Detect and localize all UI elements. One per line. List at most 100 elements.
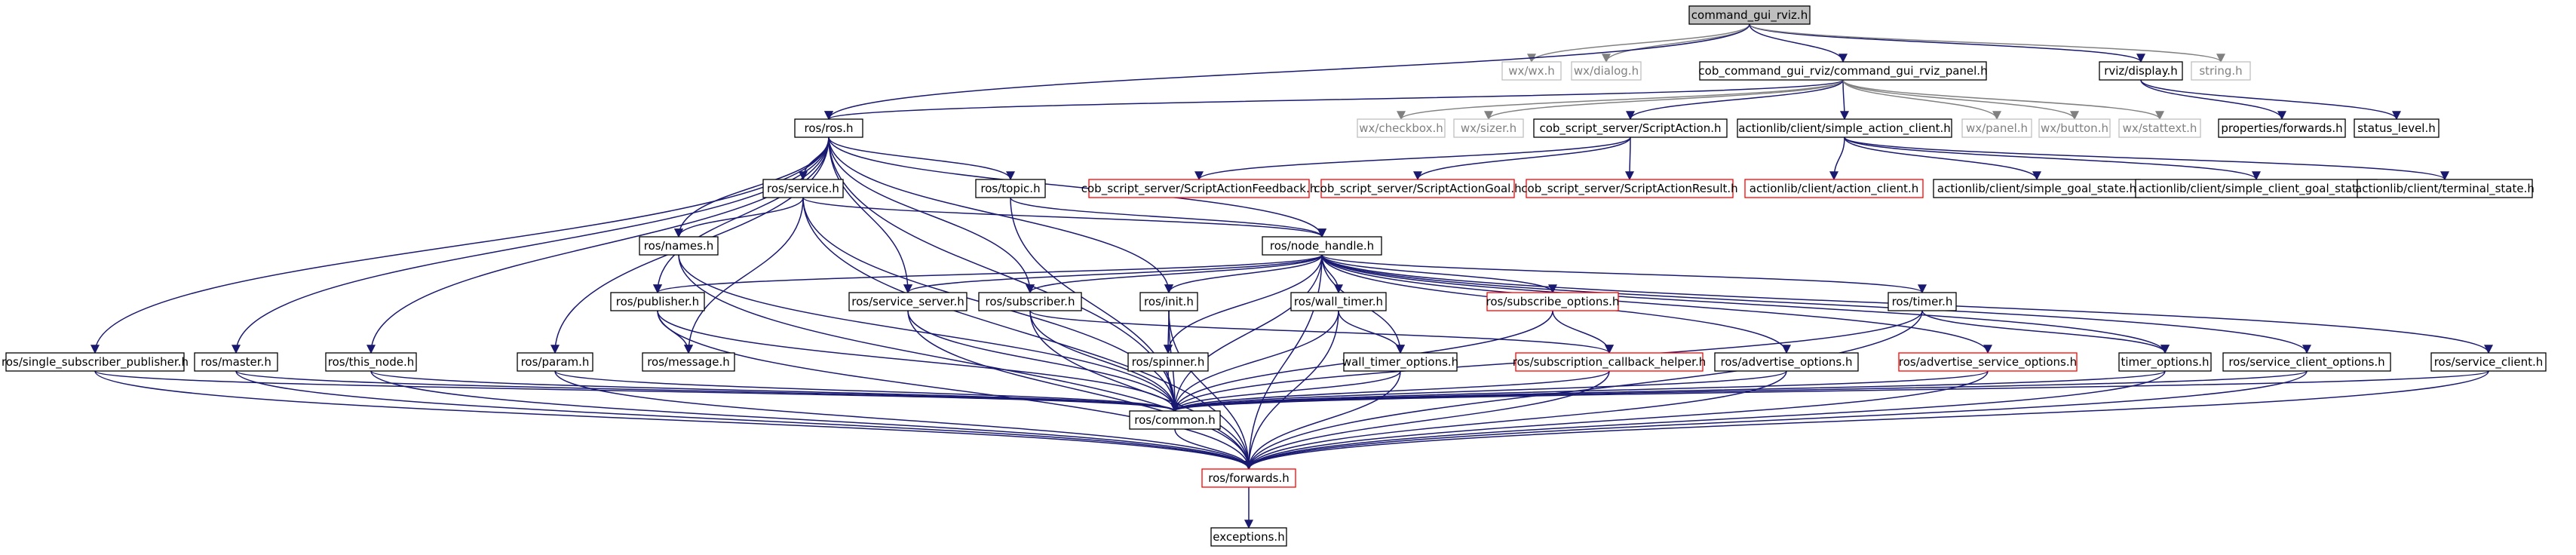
node-label-message: ros/message.h <box>647 355 730 369</box>
edge-service-to-forwards <box>802 197 1253 471</box>
node-box-wxsizer <box>1453 118 1524 138</box>
node-box-actionclient <box>1744 179 1924 198</box>
node-box-walltimer <box>1290 292 1387 311</box>
node-label-publisher: ros/publisher.h <box>616 295 699 308</box>
edge-common-to-forwards <box>1174 428 1253 471</box>
edge-rosros-to-serviceserver <box>828 136 912 294</box>
node-box-subcbhelper <box>1515 352 1704 372</box>
node-common[interactable]: ros/common.h <box>1129 410 1221 430</box>
edge-ssp-to-forwards <box>94 370 1253 471</box>
node-rosros[interactable]: ros/ros.h <box>794 118 863 138</box>
node-param[interactable]: ros/param.h <box>517 352 593 372</box>
node-spinner[interactable]: ros/spinner.h <box>1127 352 1209 372</box>
node-simpleclientgoalstate[interactable]: actionlib/client/simple_client_goal_stat… <box>2135 179 2378 198</box>
node-serviceserver[interactable]: ros/service_server.h <box>848 292 968 311</box>
node-svcclient[interactable]: ros/service_client.h <box>2430 352 2547 372</box>
node-timeropts[interactable]: timer_options.h <box>2118 352 2212 372</box>
node-box-param <box>517 352 593 372</box>
edge-walltimeropts-to-forwards <box>1244 370 1401 471</box>
node-label-master: ros/master.h <box>201 355 271 369</box>
node-init[interactable]: ros/init.h <box>1139 292 1198 311</box>
node-advsvcopts[interactable]: ros/advertise_service_options.h <box>1898 352 2078 372</box>
node-terminalstate[interactable]: actionlib/client/terminal_state.h <box>2355 179 2535 198</box>
node-advopts[interactable]: ros/advertise_options.h <box>1714 352 1859 372</box>
node-label-common: ros/common.h <box>1134 413 1216 427</box>
node-box-scriptaction <box>1533 118 1728 138</box>
node-box-sagoal <box>1320 179 1515 198</box>
node-walltimer[interactable]: ros/wall_timer.h <box>1290 292 1387 311</box>
node-subscriber[interactable]: ros/subscriber.h <box>978 292 1082 311</box>
node-propforwards[interactable]: properties/forwards.h <box>2218 118 2346 138</box>
edge-panel-to-rosros <box>824 79 1844 121</box>
edge-root-to-rvizdisplay <box>1749 23 2145 63</box>
node-box-sac <box>1737 118 1952 138</box>
edge-sac-to-terminalstate <box>1844 136 2449 181</box>
edge-sac-to-simpleclientgoalstate <box>1844 136 2261 181</box>
node-saresult[interactable]: cob_script_server/ScriptActionResult.h <box>1521 179 1738 198</box>
node-actionclient[interactable]: actionlib/client/action_client.h <box>1744 179 1924 198</box>
node-subcbhelper[interactable]: ros/subscription_callback_helper.h <box>1513 352 1707 372</box>
node-box-root <box>1688 5 1811 25</box>
node-topic[interactable]: ros/topic.h <box>975 179 1046 198</box>
node-names[interactable]: ros/names.h <box>639 236 719 256</box>
node-statuslevel[interactable]: status_level.h <box>2354 118 2440 138</box>
node-rvizdisplay[interactable]: rviz/display.h <box>2099 61 2183 81</box>
edge-rosros-to-publisher <box>653 136 830 294</box>
node-label-panel: cob_command_gui_rviz/command_gui_rviz_pa… <box>1698 64 1987 78</box>
node-label-wxwx: wx/wx.h <box>1508 64 1555 78</box>
node-scriptaction[interactable]: cob_script_server/ScriptAction.h <box>1533 118 1728 138</box>
node-nodehandle[interactable]: ros/node_handle.h <box>1262 236 1382 256</box>
node-label-terminalstate: actionlib/client/terminal_state.h <box>2355 182 2535 196</box>
node-wxstattext[interactable]: wx/stattext.h <box>2118 118 2201 138</box>
node-label-timeropts: timer_options.h <box>2121 355 2209 369</box>
edge-rvizdisplay-to-statuslevel <box>2140 79 2401 121</box>
edge-walltimeropts-to-common <box>1170 370 1401 412</box>
node-walltimeropts[interactable]: wall_timer_options.h <box>1342 352 1458 372</box>
node-safeedback[interactable]: cob_script_server/ScriptActionFeedback.h <box>1081 179 1317 198</box>
node-wxdialog[interactable]: wx/dialog.h <box>1571 61 1642 81</box>
node-subopts[interactable]: ros/subscribe_options.h <box>1486 292 1620 311</box>
edge-rvizdisplay-to-propforwards <box>2140 79 2286 121</box>
node-string[interactable]: string.h <box>2191 61 2251 81</box>
edge-thisnode-to-common <box>370 370 1179 412</box>
node-service[interactable]: ros/service.h <box>762 179 844 198</box>
node-simplegoalstate[interactable]: actionlib/client/simple_goal_state.h <box>1933 179 2141 198</box>
node-master[interactable]: ros/master.h <box>194 352 278 372</box>
edge-nodehandle-to-timer <box>1321 254 1927 294</box>
edge-svcclient-to-forwards <box>1244 370 2489 471</box>
node-forwards[interactable]: ros/forwards.h <box>1201 468 1296 488</box>
node-message[interactable]: ros/message.h <box>642 352 735 372</box>
node-exceptions[interactable]: exceptions.h <box>1210 527 1287 547</box>
edge-param-to-forwards <box>554 370 1253 471</box>
edge-serviceserver-to-forwards <box>907 310 1253 471</box>
edge-sac-to-simplegoalstate <box>1844 136 2041 181</box>
node-sac[interactable]: actionlib/client/simple_action_client.h <box>1737 118 1952 138</box>
node-box-subscriber <box>978 292 1082 311</box>
node-panel[interactable]: cob_command_gui_rviz/command_gui_rviz_pa… <box>1698 61 1988 81</box>
edge-subcbhelper-to-forwards <box>1244 370 1610 471</box>
edge-subscriber-to-subcbhelper <box>1029 310 1614 354</box>
node-label-param: ros/param.h <box>521 355 590 369</box>
node-wxbutton[interactable]: wx/button.h <box>2038 118 2111 138</box>
node-box-rvizdisplay <box>2099 61 2183 81</box>
node-timer[interactable]: ros/timer.h <box>1888 292 1957 311</box>
node-svcclientopts[interactable]: ros/service_client_options.h <box>2222 352 2391 372</box>
node-label-advopts: ros/advertise_options.h <box>1721 355 1853 369</box>
node-publisher[interactable]: ros/publisher.h <box>610 292 705 311</box>
edge-publisher-to-forwards <box>657 310 1253 471</box>
node-root: command_gui_rviz.h <box>1688 5 1811 25</box>
node-wxwx[interactable]: wx/wx.h <box>1501 61 1562 81</box>
node-sagoal[interactable]: cob_script_server/ScriptActionGoal.h <box>1314 179 1522 198</box>
node-label-forwards: ros/forwards.h <box>1208 471 1289 485</box>
edge-ssp-to-common <box>94 370 1179 412</box>
node-wxpanel[interactable]: wx/panel.h <box>1961 118 2032 138</box>
node-ssp[interactable]: ros/single_subscriber_publisher.h <box>2 352 189 372</box>
node-thisnode[interactable]: ros/this_node.h <box>325 352 417 372</box>
node-label-svcclient: ros/service_client.h <box>2434 355 2544 369</box>
node-wxcheckbox[interactable]: wx/checkbox.h <box>1357 118 1446 138</box>
edge-topic-to-common <box>1010 197 1179 412</box>
node-box-exceptions <box>1210 527 1287 547</box>
node-label-rosros: ros/ros.h <box>805 121 854 135</box>
node-label-wxsizer: wx/sizer.h <box>1461 121 1516 135</box>
node-wxsizer[interactable]: wx/sizer.h <box>1453 118 1524 138</box>
